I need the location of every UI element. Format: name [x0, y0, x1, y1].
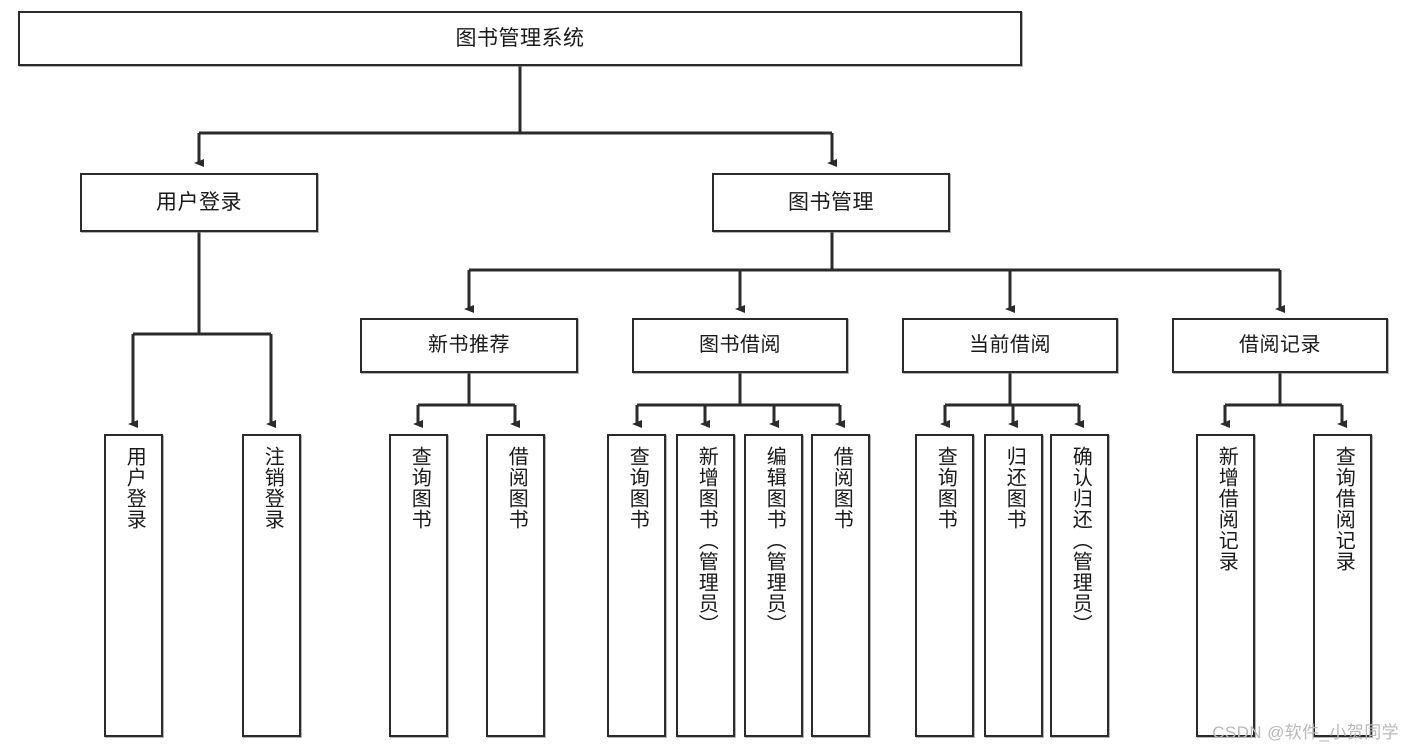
leaf-record-add-record[interactable]: 新增借阅记录 — [1196, 434, 1255, 737]
node-label: 新书推荐 — [428, 334, 510, 357]
node-new-book-recommend[interactable]: 新书推荐 — [360, 318, 578, 373]
node-label: 查询图书 — [934, 446, 957, 530]
node-label: 借阅图书 — [830, 446, 853, 530]
node-label: 借阅记录 — [1239, 334, 1321, 357]
leaf-record-query-record[interactable]: 查询借阅记录 — [1313, 434, 1372, 737]
leaf-borrow-query-book[interactable]: 查询图书 — [607, 434, 666, 737]
leaf-current-query-book[interactable]: 查询图书 — [915, 434, 974, 737]
node-label: 新增借阅记录 — [1215, 446, 1238, 572]
node-label: 图书管理 — [788, 190, 874, 214]
node-label: 编辑图书（管理员） — [763, 446, 786, 635]
node-label: 新增图书（管理员） — [695, 446, 718, 635]
node-label: 归还图书 — [1003, 446, 1026, 530]
node-user-login[interactable]: 用户登录 — [80, 173, 318, 232]
leaf-borrow-add-book-admin[interactable]: 新增图书（管理员） — [676, 434, 735, 737]
node-label: 当前借阅 — [969, 334, 1051, 357]
node-book-borrow[interactable]: 图书借阅 — [632, 318, 848, 373]
node-root-system[interactable]: 图书管理系统 — [18, 11, 1022, 66]
csdn-watermark: CSDN @软件_小贺同学 — [1212, 723, 1399, 742]
node-label: 查询图书 — [626, 446, 649, 530]
node-label: 图书借阅 — [699, 334, 781, 357]
node-label: 注销登录 — [261, 446, 284, 530]
leaf-borrow-edit-book-admin[interactable]: 编辑图书（管理员） — [744, 434, 803, 737]
leaf-user-login-logout[interactable]: 注销登录 — [242, 434, 301, 737]
node-label: 借阅图书 — [505, 446, 528, 530]
leaf-current-confirm-return-admin[interactable]: 确认归还（管理员） — [1050, 434, 1109, 737]
node-label: 确认归还（管理员） — [1069, 446, 1092, 635]
node-borrow-record[interactable]: 借阅记录 — [1172, 318, 1388, 373]
leaf-user-login-login[interactable]: 用户登录 — [104, 434, 163, 737]
node-current-borrow[interactable]: 当前借阅 — [902, 318, 1118, 373]
leaf-recommend-borrow-book[interactable]: 借阅图书 — [486, 434, 545, 737]
node-book-management[interactable]: 图书管理 — [712, 173, 950, 232]
leaf-borrow-borrow-book[interactable]: 借阅图书 — [811, 434, 870, 737]
node-label: 查询图书 — [408, 446, 431, 530]
leaf-recommend-query-book[interactable]: 查询图书 — [389, 434, 448, 737]
node-label: 图书管理系统 — [455, 26, 585, 50]
node-label: 查询借阅记录 — [1332, 446, 1355, 572]
node-label: 用户登录 — [156, 190, 242, 214]
leaf-current-return-book[interactable]: 归还图书 — [984, 434, 1043, 737]
node-label: 用户登录 — [123, 446, 146, 530]
